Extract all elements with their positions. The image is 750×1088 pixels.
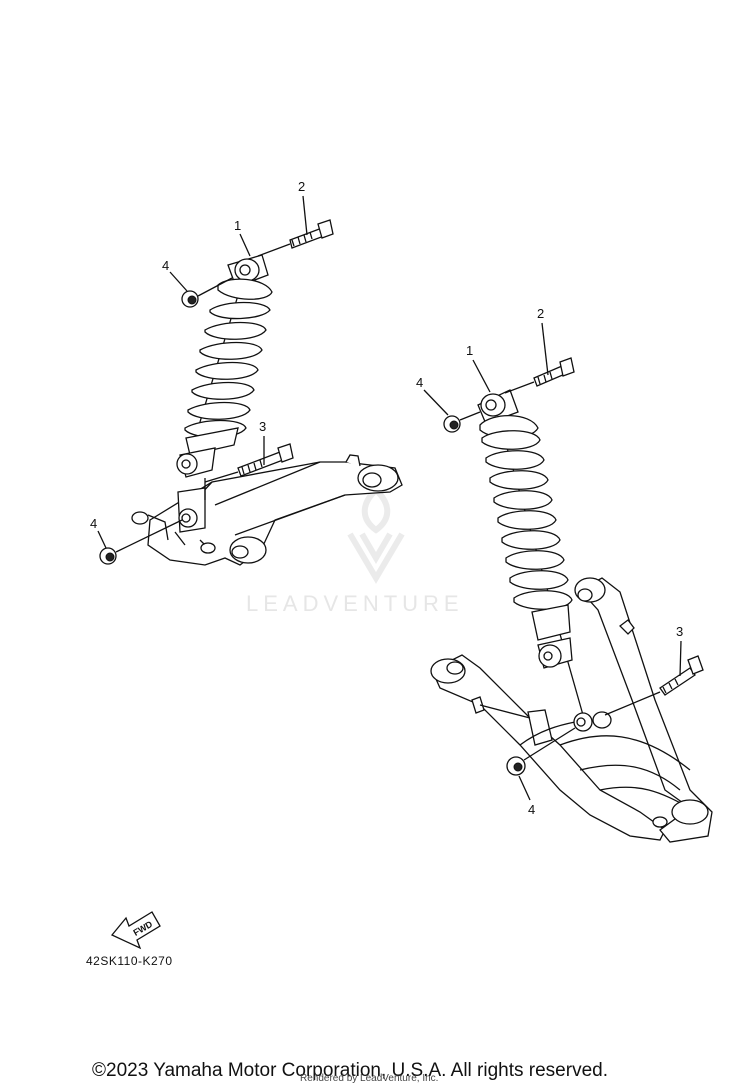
left-callout-upper-bolt: 2 — [298, 179, 305, 194]
rendered-by-notice: Rendered by LeadVenture, Inc. — [300, 1073, 439, 1084]
left-shock-spring — [184, 301, 271, 438]
left-callout-lower-nut: 4 — [90, 516, 97, 531]
right-callout-upper-nut: 4 — [416, 375, 423, 390]
right-shock-spring — [485, 450, 573, 610]
fwd-arrow: FWD — [110, 911, 161, 950]
right-callout-lower-nut: 4 — [528, 802, 535, 817]
leadventure-watermark: LEADVENTURE — [246, 485, 464, 616]
right-callout-upper-bolt: 2 — [537, 306, 544, 321]
right-assembly: 1 2 4 3 4 — [416, 306, 713, 843]
right-upper-bolt — [504, 357, 575, 394]
right-lower-bolt — [604, 655, 704, 716]
diagram-code: 42SK110-K270 — [86, 954, 173, 968]
right-shock-absorber — [477, 389, 593, 732]
right-swing-arm — [430, 577, 713, 843]
right-callout-shock-absorber: 1 — [466, 343, 473, 358]
right-callouts: 1 2 4 3 4 — [416, 306, 683, 817]
left-callouts: 1 2 4 3 4 — [90, 179, 308, 549]
left-swing-arm — [131, 454, 403, 566]
left-upper-nut — [181, 277, 233, 308]
left-shock-absorber — [176, 254, 273, 533]
left-callout-shock-absorber: 1 — [234, 218, 241, 233]
left-upper-bolt — [257, 219, 334, 257]
left-lower-bolt — [204, 443, 294, 483]
copyright-notice: ©2023 Yamaha Motor Corporation, U.S.A. A… — [92, 1060, 608, 1081]
left-lower-nut — [99, 519, 183, 565]
right-upper-nut — [443, 411, 481, 433]
left-callout-upper-nut: 4 — [162, 258, 169, 273]
right-callout-lower-bolt: 3 — [676, 624, 683, 639]
watermark-text: LEADVENTURE — [246, 591, 464, 616]
left-callout-lower-bolt: 3 — [259, 419, 266, 434]
left-assembly: 1 2 4 3 4 — [90, 179, 403, 566]
right-lower-nut — [506, 727, 576, 776]
